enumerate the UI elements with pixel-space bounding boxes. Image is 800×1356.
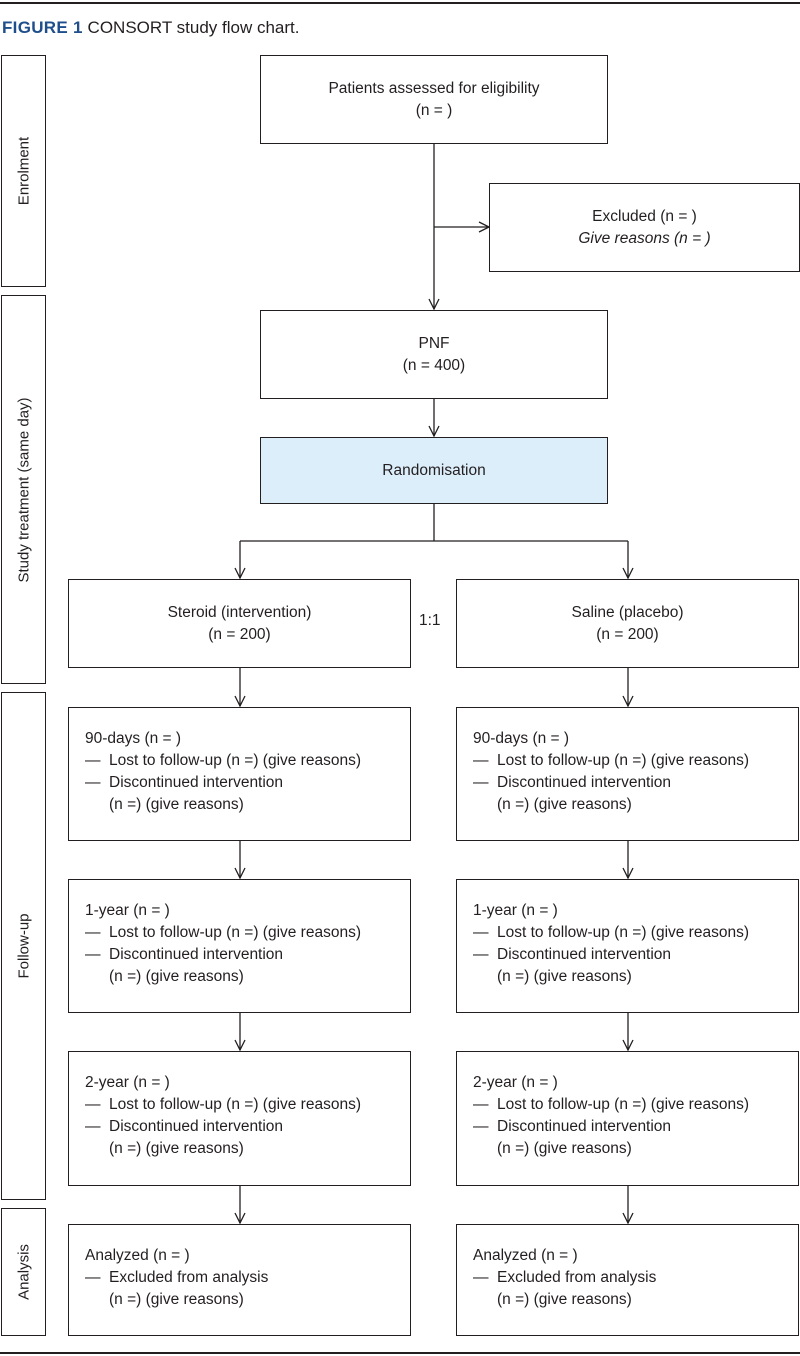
saline-1year-discontinued: Discontinued intervention [497, 946, 672, 963]
saline-2year-lost: Lost to follow-up (n =) (give reasons) [497, 1096, 749, 1113]
steroid-1year-lost: Lost to follow-up (n =) (give reasons) [109, 924, 361, 941]
figure-label: FIGURE 1 [2, 18, 83, 37]
pnf-count: (n = 400) [402, 356, 466, 374]
stage-follow-up: Follow-up [1, 692, 46, 1200]
steroid-1year-heading: 1-year (n = ) [85, 902, 170, 919]
dash: — [85, 1096, 101, 1113]
steroid-90day-box: 90-days (n = ) — Lost to follow-up (n =) … [68, 707, 411, 841]
randomisation-label: Randomisation [382, 461, 486, 479]
steroid-90day-discontinued-cont: (n =) (give reasons) [109, 796, 244, 813]
randomisation-box: Randomisation [260, 437, 608, 504]
steroid-analysis-box: Analyzed (n = ) —Excluded from analysis … [68, 1224, 411, 1336]
figure-title: CONSORT study flow chart. [87, 18, 300, 37]
saline-1year-box: 1-year (n = ) — Lost to follow-up (n =) (… [456, 879, 799, 1013]
saline-90day-heading: 90-days (n = ) [473, 730, 570, 747]
dash: — [473, 1096, 489, 1113]
dash: — [85, 774, 101, 791]
saline-90day-box: 90-days (n = ) — Lost to follow-up (n =) … [456, 707, 799, 841]
allocation-ratio: 1:1 [419, 612, 441, 629]
steroid-1year-box: 1-year (n = ) — Lost to follow-up (n =) (… [68, 879, 411, 1013]
steroid-1year-discontinued: Discontinued intervention [109, 946, 284, 963]
bottom-rule [0, 1352, 800, 1354]
assessed-title: Patients assessed for eligibility [328, 79, 540, 97]
steroid-arm-count: (n = 200) [208, 625, 271, 643]
dash: — [473, 924, 489, 941]
dash: — [473, 1269, 489, 1286]
excluded-title: Excluded (n = ) [592, 207, 697, 225]
assessed-box: Patients assessed for eligibility (n = ) [260, 55, 608, 144]
saline-1year-discontinued-cont: (n =) (give reasons) [497, 968, 632, 985]
steroid-arm-box: Steroid (intervention) (n = 200) [68, 579, 411, 668]
steroid-1year-discontinued-cont: (n =) (give reasons) [109, 968, 244, 985]
saline-analysis-excluded-cont: (n =) (give reasons) [497, 1291, 632, 1308]
dash: — [85, 924, 101, 941]
pnf-title: PNF [418, 334, 450, 352]
dash: — [85, 1118, 101, 1135]
steroid-90day-discontinued: Discontinued intervention [109, 774, 284, 791]
saline-90day-discontinued-cont: (n =) (give reasons) [497, 796, 632, 813]
saline-90day-discontinued: Discontinued intervention [497, 774, 672, 791]
excluded-reasons: Give reasons (n = ) [578, 229, 711, 247]
dash: — [85, 752, 101, 769]
stage-enrolment: Enrolment [1, 55, 46, 287]
steroid-90day-heading: 90-days (n = ) [85, 730, 182, 747]
top-rule [0, 2, 800, 4]
steroid-2year-discontinued: Discontinued intervention [109, 1118, 284, 1135]
dash: — [473, 752, 489, 769]
steroid-2year-discontinued-cont: (n =) (give reasons) [109, 1140, 244, 1157]
dash: — [85, 946, 101, 963]
dash: — [473, 774, 489, 791]
figure-caption: FIGURE 1 CONSORT study flow chart. [2, 18, 299, 38]
pnf-box: PNF (n = 400) [260, 310, 608, 399]
dash: — [473, 1118, 489, 1135]
assessed-count: (n = ) [415, 101, 453, 119]
saline-2year-discontinued: Discontinued intervention [497, 1118, 672, 1135]
steroid-arm-title: Steroid (intervention) [167, 603, 312, 621]
saline-2year-heading: 2-year (n = ) [473, 1074, 558, 1091]
saline-2year-box: 2-year (n = ) — Lost to follow-up (n =) (… [456, 1051, 799, 1186]
steroid-2year-box: 2-year (n = ) — Lost to follow-up (n =) (… [68, 1051, 411, 1186]
saline-arm-title: Saline (placebo) [571, 603, 684, 621]
saline-2year-discontinued-cont: (n =) (give reasons) [497, 1140, 632, 1157]
steroid-90day-lost: Lost to follow-up (n =) (give reasons) [109, 752, 361, 769]
stage-study-treatment: Study treatment (same day) [1, 295, 46, 684]
dash: — [85, 1269, 101, 1286]
saline-arm-count: (n = 200) [596, 625, 659, 643]
saline-arm-box: Saline (placebo) (n = 200) [456, 579, 799, 668]
saline-analysis-box: Analyzed (n = ) —Excluded from analysis … [456, 1224, 799, 1336]
saline-1year-heading: 1-year (n = ) [473, 902, 558, 919]
saline-90day-lost: Lost to follow-up (n =) (give reasons) [497, 752, 749, 769]
steroid-2year-lost: Lost to follow-up (n =) (give reasons) [109, 1096, 361, 1113]
excluded-box: Excluded (n = ) Give reasons (n = ) [489, 183, 800, 272]
steroid-analysis-excluded: Excluded from analysis [109, 1269, 269, 1286]
dash: — [473, 946, 489, 963]
stage-analysis: Analysis [1, 1208, 46, 1336]
steroid-analysis-heading: Analyzed (n = ) [85, 1247, 190, 1264]
saline-analysis-heading: Analyzed (n = ) [473, 1247, 578, 1264]
steroid-2year-heading: 2-year (n = ) [85, 1074, 170, 1091]
saline-analysis-excluded: Excluded from analysis [497, 1269, 657, 1286]
steroid-analysis-excluded-cont: (n =) (give reasons) [109, 1291, 244, 1308]
saline-1year-lost: Lost to follow-up (n =) (give reasons) [497, 924, 749, 941]
